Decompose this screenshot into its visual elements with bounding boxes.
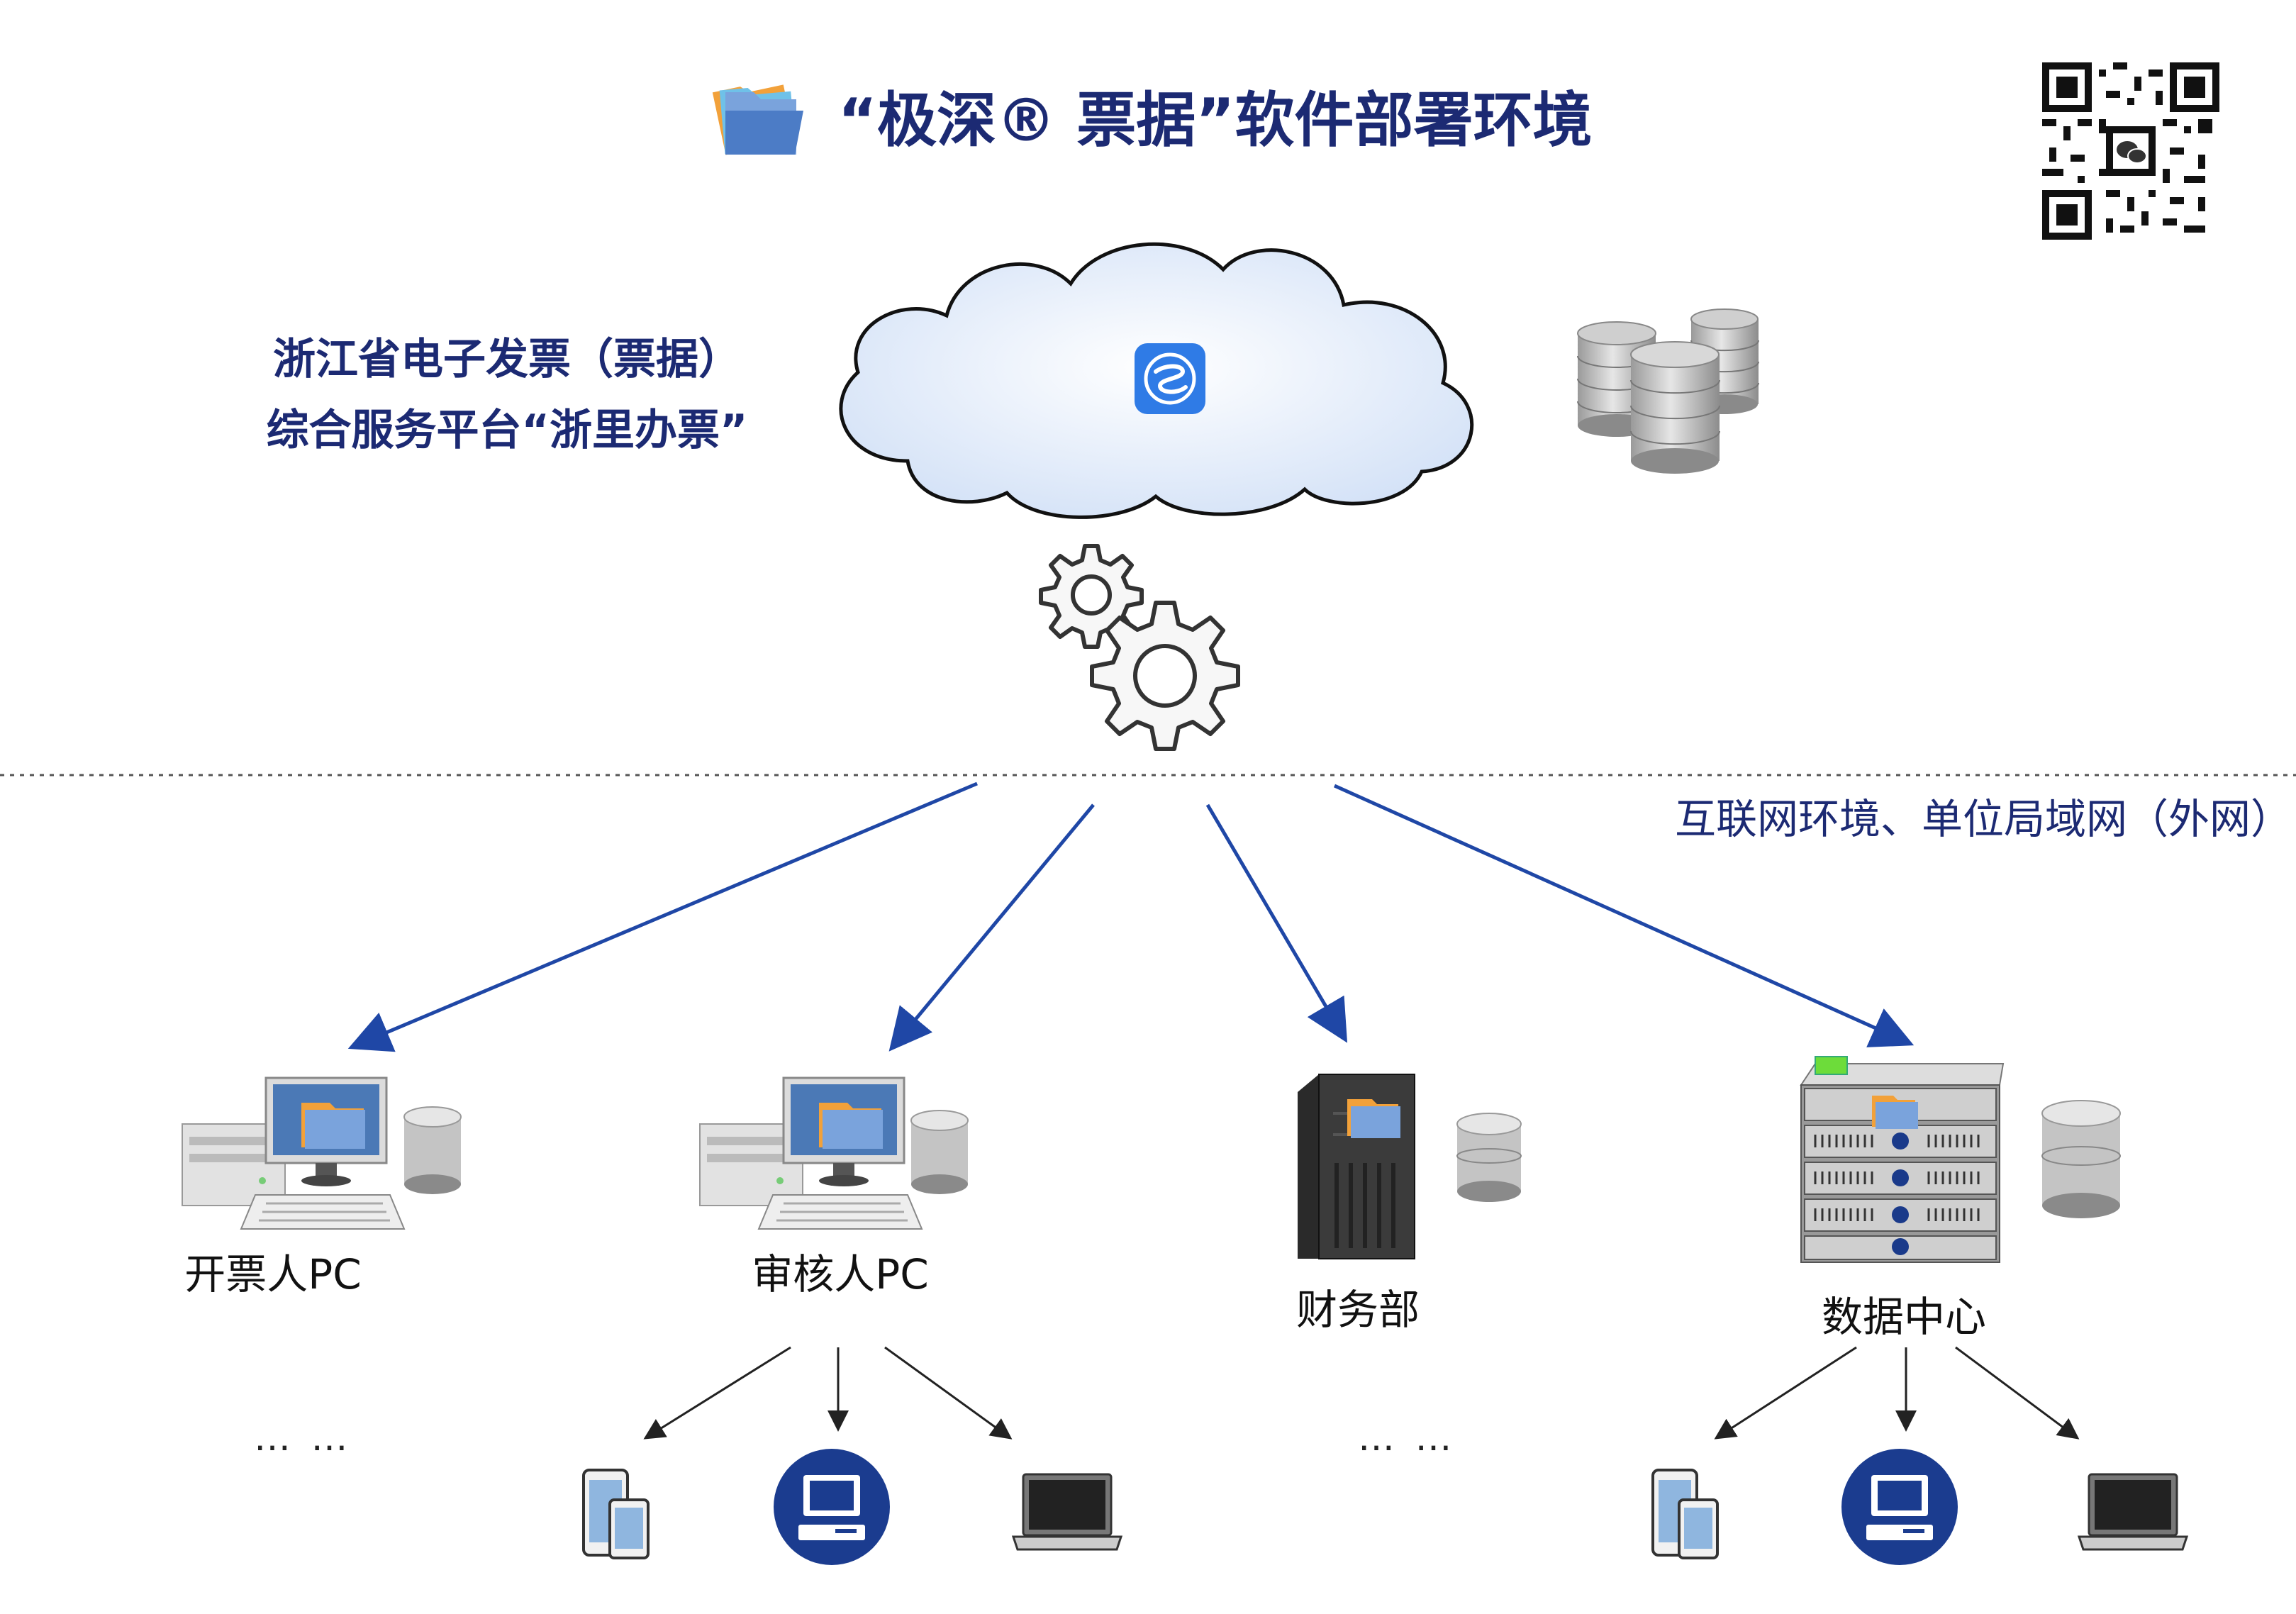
gears-icon xyxy=(1039,544,1240,751)
ellipsis-issuer: … … xyxy=(254,1417,352,1459)
laptop-icon xyxy=(2077,1473,2189,1551)
platform-app-icon xyxy=(1135,343,1205,414)
arrow-auditor-to-phone xyxy=(643,1346,791,1440)
rack-server-icon xyxy=(1800,1056,2121,1263)
qr-code-icon xyxy=(2042,62,2219,240)
phone-tablet-icon xyxy=(1651,1469,1719,1559)
arrow-dc-to-laptop xyxy=(1955,1346,2080,1440)
arrow-auditor-to-laptop xyxy=(884,1346,1013,1440)
tower-server-icon xyxy=(1298,1074,1522,1259)
database-stack-icon xyxy=(1577,308,1759,474)
laptop-icon xyxy=(1011,1473,1123,1551)
page-title: “极深® 票据”软件部署环境 xyxy=(0,69,2296,162)
network-boundary-line xyxy=(0,774,2296,777)
node-label-auditor-pc: 审核人PC xyxy=(752,1250,929,1298)
arrow-to-finance xyxy=(1205,803,1348,1043)
title-text: “极深® 票据”软件部署环境 xyxy=(837,85,1593,155)
platform-label-line1: 浙江省电子发票（票据） xyxy=(273,335,741,384)
network-environment-label: 互联网环境、单位局域网（外网） xyxy=(1675,795,2292,843)
node-label-finance: 财务部 xyxy=(1295,1286,1420,1334)
ellipsis-finance: … … xyxy=(1358,1417,1456,1459)
arrow-dc-to-phone xyxy=(1714,1346,1857,1440)
node-label-datacenter: 数据中心 xyxy=(1821,1293,1986,1341)
arrow-to-auditor-pc xyxy=(888,803,1095,1052)
desktop-pc-icon xyxy=(182,1076,462,1230)
monitor-circle-icon xyxy=(774,1449,890,1565)
node-label-issuer-pc: 开票人PC xyxy=(184,1250,362,1298)
phone-tablet-icon xyxy=(582,1469,650,1559)
arrow-to-issuer-pc xyxy=(347,781,978,1052)
folder-logo-icon xyxy=(712,84,803,155)
desktop-pc-icon xyxy=(699,1076,969,1230)
platform-label-line2: 综合服务平台“浙里办票” xyxy=(266,406,748,455)
monitor-circle-icon xyxy=(1841,1449,1958,1565)
